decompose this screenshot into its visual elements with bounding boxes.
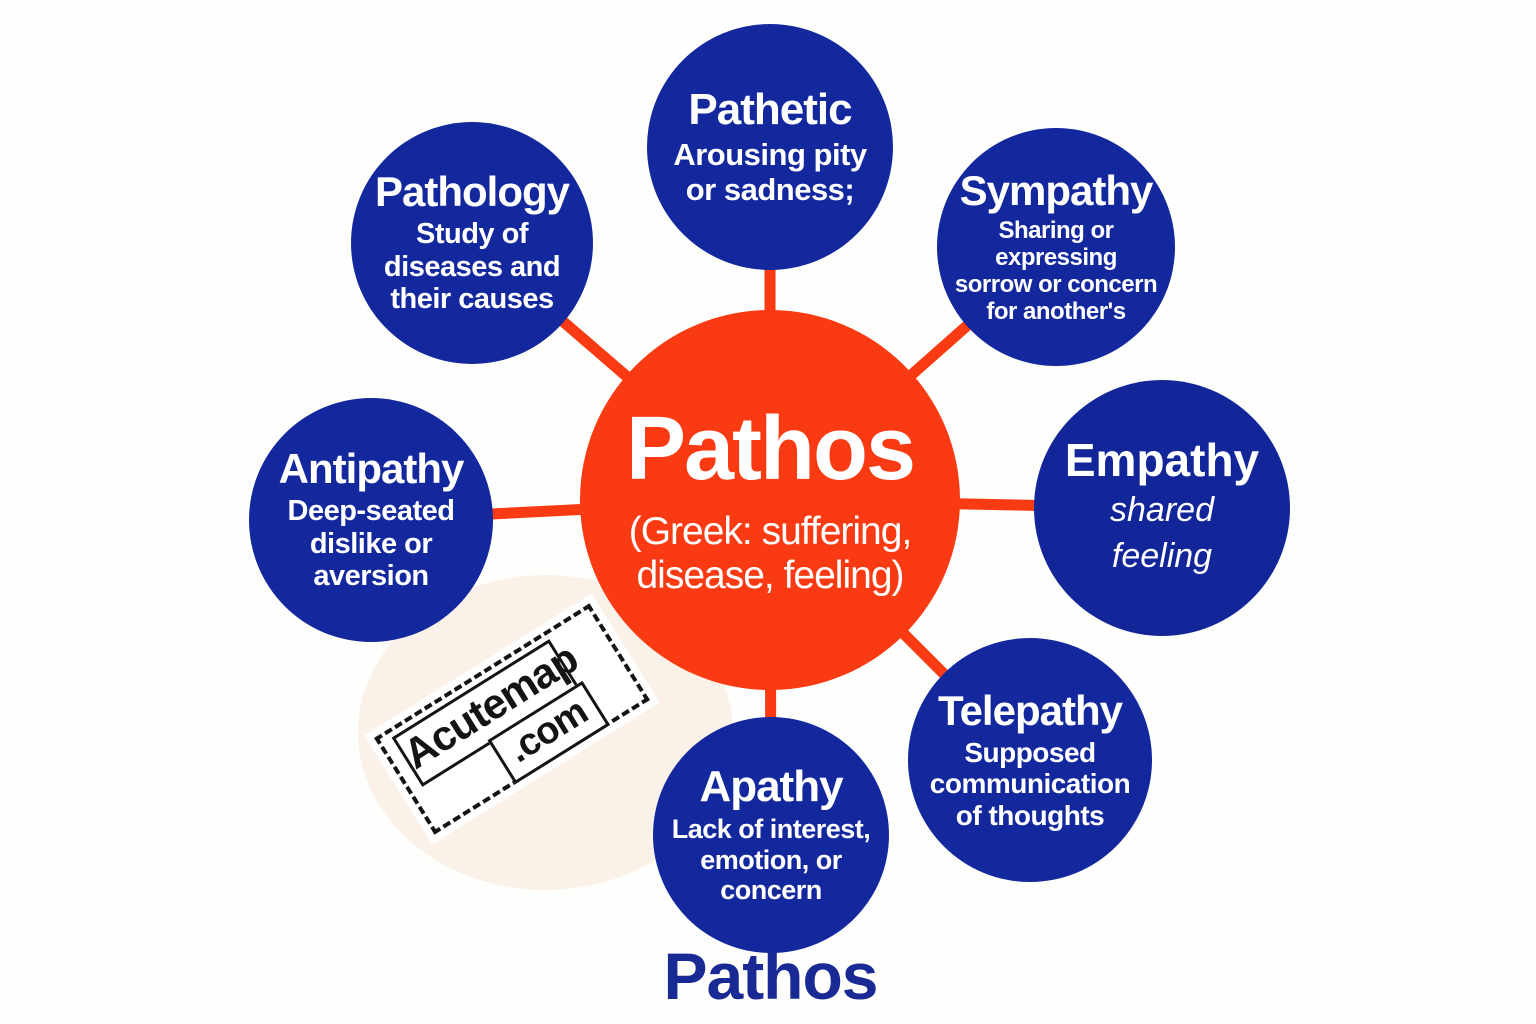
term-label: Empathy xyxy=(1064,433,1260,486)
term-label: Telepathy xyxy=(938,686,1123,734)
term-label: Apathy xyxy=(699,762,843,812)
circle-pathos-center: Pathos (Greek: suffering,disease, feelin… xyxy=(580,310,960,690)
term-label: Antipathy xyxy=(278,444,465,492)
center-term-origin: (Greek: suffering,disease, feeling) xyxy=(628,510,913,598)
term-label: Pathology xyxy=(374,167,570,215)
term-label: Sympathy xyxy=(959,166,1154,214)
term-label: Pathetic xyxy=(688,84,852,134)
center-term-label: Pathos xyxy=(625,398,916,499)
footer-title: Pathos xyxy=(663,939,878,1013)
